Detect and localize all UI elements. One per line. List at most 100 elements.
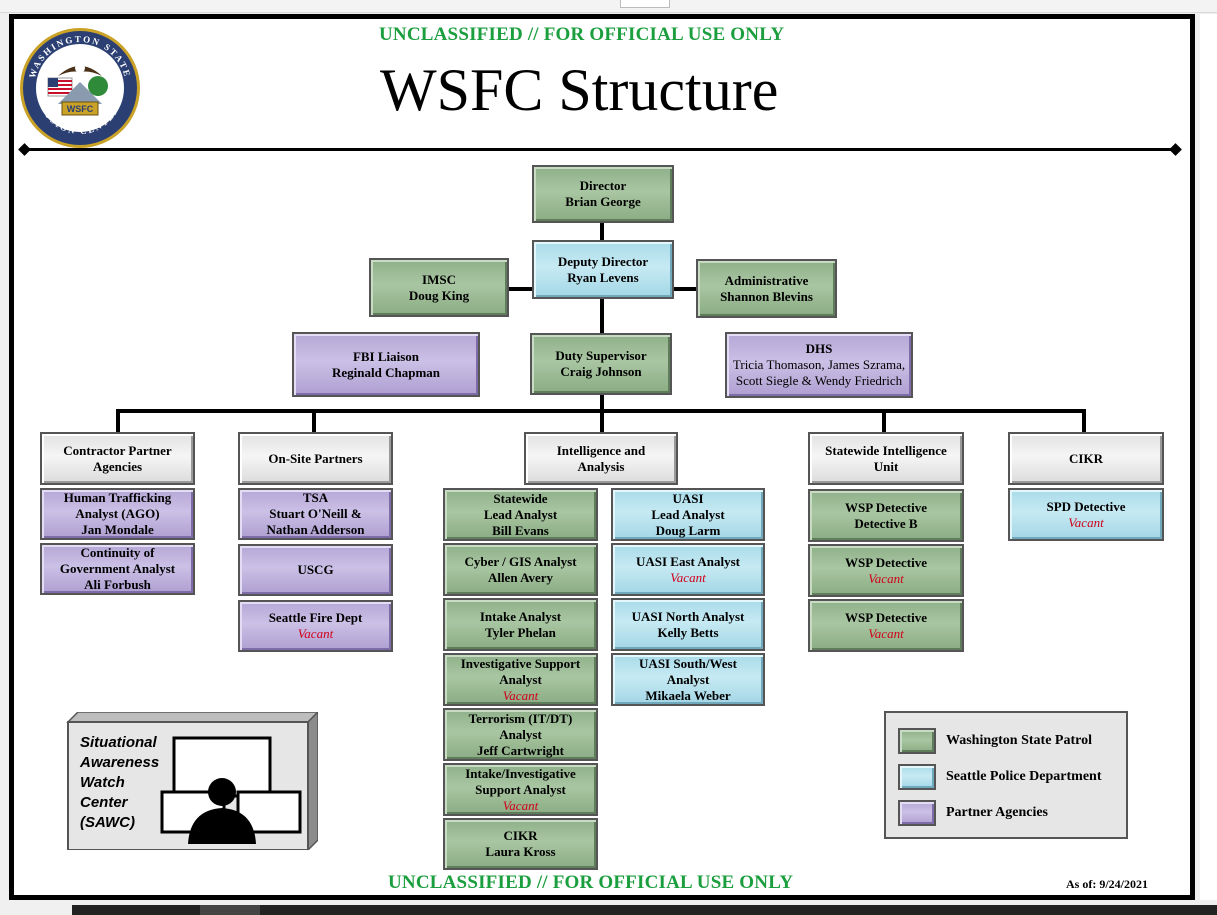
ht-line3: Jan Mondale xyxy=(81,522,154,537)
admin-role: Administrative xyxy=(724,272,809,288)
operator-silhouette-icon xyxy=(188,778,256,844)
as-of-date: As of: 9/24/2021 xyxy=(1066,877,1148,891)
connector-admin xyxy=(672,287,696,291)
intel-header: Intelligence and Analysis xyxy=(524,432,678,485)
wsp3-l2: Analyst xyxy=(499,671,542,687)
continuity-box: Continuity of Government Analyst Ali For… xyxy=(40,543,195,595)
deputy-director-box: Deputy Director Ryan Levens xyxy=(532,240,674,299)
deputy-name: Ryan Levens xyxy=(567,269,639,285)
page-title: WSFC Structure xyxy=(380,57,779,123)
fbi-liaison-box: FBI Liaison Reginald Chapman xyxy=(292,332,480,397)
contractor-header-line2: Agencies xyxy=(92,458,143,474)
sawc-illustration xyxy=(66,712,318,850)
siu0-l1: WSP Detective xyxy=(845,499,927,515)
sawc-label: Situational Awareness Watch Center (SAWC… xyxy=(80,733,159,833)
fbi-name: Reginald Chapman xyxy=(332,364,440,380)
title-rule xyxy=(24,148,1176,151)
uasi1-vacant: Vacant xyxy=(670,569,706,585)
onsite-header: On-Site Partners xyxy=(238,432,393,485)
wsp3-l1: Investigative Support xyxy=(460,655,581,671)
uasi3-l2: Analyst xyxy=(666,671,710,687)
director-box: Director Brian George xyxy=(532,165,674,223)
uasi3-l3: Mikaela Weber xyxy=(645,687,731,703)
seattle-fire-box: Seattle Fire Dept Vacant xyxy=(238,600,393,652)
wsp2-l1: Intake Analyst xyxy=(479,608,562,624)
cikr-header-label: CIKR xyxy=(1069,450,1103,466)
wsp4-l2: Analyst xyxy=(499,726,542,742)
cog-line2: Government Analyst xyxy=(59,561,176,576)
legend-label-partner: Partner Agencies xyxy=(946,805,1048,820)
siu1-vacant: Vacant xyxy=(868,570,904,586)
tsa-line3: Nathan Adderson xyxy=(266,522,365,537)
intel-header-line2: Analysis xyxy=(577,458,625,474)
window-tab[interactable] xyxy=(620,0,670,8)
siu-header-line1: Statewide Intelligence xyxy=(825,442,947,458)
sawc-line4: Center xyxy=(80,794,128,811)
dhs-line1: Tricia Thomason, James Szrama, xyxy=(732,357,906,372)
cikr-analyst-box: CIKR Laura Kross xyxy=(443,818,598,870)
uasi-east-box: UASI East Analyst Vacant xyxy=(611,543,765,596)
wsp4-l1: Terrorism (IT/DT) xyxy=(468,710,573,726)
wsp5-l2: Support Analyst xyxy=(475,781,566,797)
siu-header-line2: Unit xyxy=(873,458,899,474)
statewide-lead-analyst-box: Statewide Lead Analyst Bill Evans xyxy=(443,488,598,541)
admin-name: Shannon Blevins xyxy=(720,288,813,304)
legend: Washington State Patrol Seattle Police D… xyxy=(884,711,1128,839)
dhs-box: DHS Tricia Thomason, James Szrama, Scott… xyxy=(725,332,913,398)
duty-role: Duty Supervisor xyxy=(555,348,647,363)
deputy-role: Deputy Director xyxy=(557,253,649,269)
uscg-label: USCG xyxy=(297,562,334,577)
imsc-role: IMSC xyxy=(422,271,456,287)
administrative-box: Administrative Shannon Blevins xyxy=(696,259,837,318)
cikr-header: CIKR xyxy=(1008,432,1164,485)
siu2-l1: WSP Detective xyxy=(845,609,927,625)
connector-contractor xyxy=(116,409,120,433)
uasi2-l2: Kelly Betts xyxy=(657,624,719,640)
wsfc-seal-logo: WASHINGTON STATE FUSION CENTER WSFC xyxy=(20,28,140,148)
sawc-line1: Situational xyxy=(80,734,157,751)
sawc-line2: Awareness xyxy=(80,754,160,771)
legend-item-spd: Seattle Police Department xyxy=(898,762,1102,792)
investigative-support-box: Investigative Support Analyst Vacant xyxy=(443,653,598,706)
wsp6-l1: CIKR xyxy=(503,828,538,843)
director-name: Brian George xyxy=(565,194,641,209)
sawc-line3: Watch xyxy=(80,774,125,791)
wsp-detective-vacant-2-box: WSP Detective Vacant xyxy=(808,599,964,652)
spd-vacant: Vacant xyxy=(1068,514,1104,530)
duty-name: Craig Johnson xyxy=(560,364,642,379)
wsp-detective-b-box: WSP Detective Detective B xyxy=(808,489,964,542)
ht-line2: Analyst (AGO) xyxy=(75,506,160,521)
siu2-vacant: Vacant xyxy=(868,625,904,641)
seal-badge: WSFC xyxy=(67,104,94,114)
siu1-l1: WSP Detective xyxy=(845,554,927,570)
uasi0-l1: UASI xyxy=(672,490,704,506)
legend-swatch-spd xyxy=(898,764,936,790)
taskbar-item[interactable] xyxy=(200,905,260,915)
wsp-detective-vacant-1-box: WSP Detective Vacant xyxy=(808,544,964,597)
window-top-strip xyxy=(0,0,1217,13)
uscg-box: USCG xyxy=(238,544,393,596)
connector-main xyxy=(600,220,604,410)
contractor-header-line1: Contractor Partner xyxy=(63,442,172,458)
legend-label-wsp: Washington State Patrol xyxy=(946,733,1092,748)
fire-vacant: Vacant xyxy=(297,626,334,641)
uasi-lead-analyst-box: UASI Lead Analyst Doug Larm xyxy=(611,488,765,541)
right-margin xyxy=(1200,14,1217,900)
legend-swatch-partner xyxy=(898,800,936,826)
uasi0-l3: Doug Larm xyxy=(655,522,721,538)
connector-cikr xyxy=(1082,409,1086,433)
sawc-line5: (SAWC) xyxy=(80,814,135,831)
legend-item-wsp: Washington State Patrol xyxy=(898,726,1092,756)
wsp0-l1: Statewide xyxy=(493,490,548,506)
dhs-role: DHS xyxy=(805,341,833,356)
uasi1-l1: UASI East Analyst xyxy=(635,553,741,569)
director-role: Director xyxy=(579,178,627,193)
tsa-box: TSA Stuart O'Neill & Nathan Adderson xyxy=(238,488,393,540)
intake-investigative-box: Intake/Investigative Support Analyst Vac… xyxy=(443,763,598,816)
imsc-name: Doug King xyxy=(408,287,470,303)
wsp3-vacant: Vacant xyxy=(502,687,539,703)
cog-line1: Continuity of xyxy=(80,545,155,560)
wsp5-vacant: Vacant xyxy=(502,797,539,813)
wsp6-l2: Laura Kross xyxy=(485,844,556,859)
legend-swatch-wsp xyxy=(898,728,936,754)
